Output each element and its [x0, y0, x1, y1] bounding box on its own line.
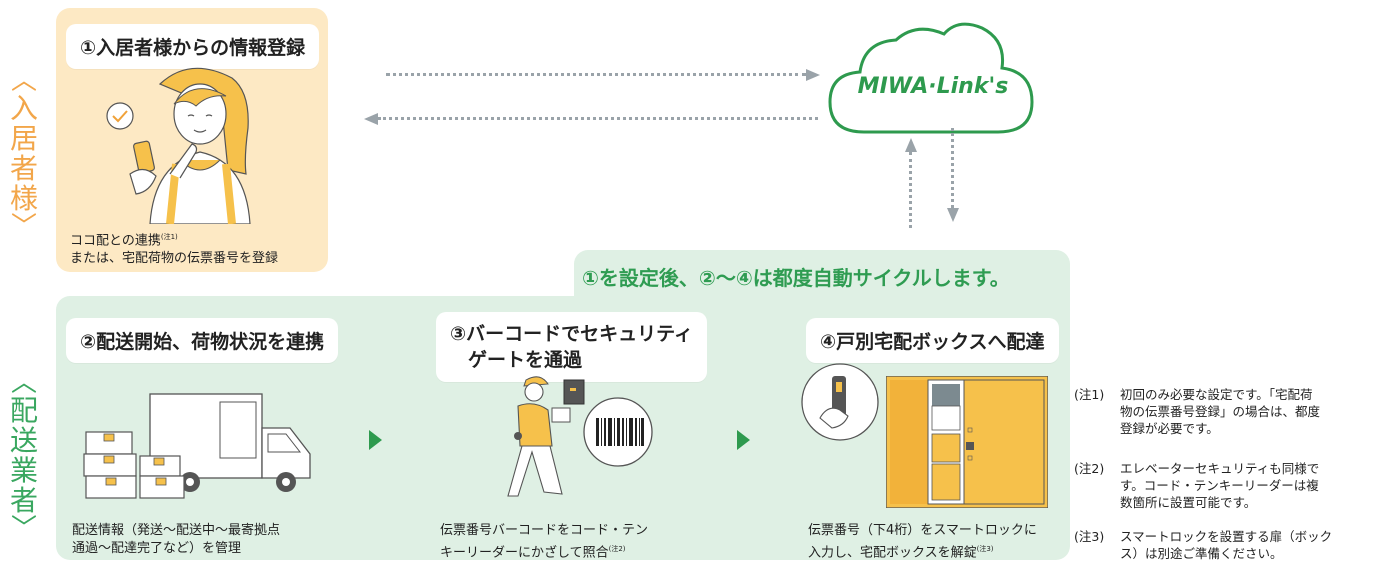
note-tag: (注2)	[1074, 461, 1105, 476]
note-line: 物の伝票番号登録」の場合は、都度	[1120, 404, 1321, 419]
step3-title: ③バーコードでセキュリティ ゲートを通過	[436, 312, 707, 382]
step3-caption-line1: 伝票番号バーコードをコード・テン	[440, 523, 649, 538]
note-ref: (注2)	[608, 545, 626, 553]
side-label-resident: ︿ 入 居 者 様 ﹀	[4, 68, 44, 240]
arrow-head-right-icon	[806, 69, 820, 81]
flow-arrow-icon	[369, 430, 382, 450]
cycle-banner: ①を設定後、②～④は都度自動サイクルします。	[582, 266, 1010, 290]
step2-caption-line2: 通過～配達完了など）を管理	[72, 541, 242, 556]
arrow-head-down-icon	[947, 208, 959, 222]
step2-title: ②配送開始、荷物状況を連携	[66, 318, 339, 363]
step2-caption-line1: 配送情報（発送～配送中～最寄拠点	[72, 523, 281, 538]
note-2: (注2) エレベーターセキュリティも同様で す。コード・テンキーリーダーは複 数…	[1074, 460, 1364, 511]
note-ref: (注1)	[160, 233, 178, 241]
bracket-open-icon: ︿	[10, 66, 37, 96]
delivery-truck-illustration	[83, 393, 311, 499]
courier-scanning-barcode-illustration	[507, 376, 653, 497]
note-tag: (注3)	[1074, 529, 1105, 544]
arrow-head-left-icon	[364, 113, 378, 125]
side-char: 送	[9, 424, 38, 457]
note-line: 登録が必要です。	[1120, 421, 1219, 436]
side-char: 配	[9, 394, 38, 427]
side-char: 様	[9, 182, 38, 215]
note-3: (注3) スマートロックを設置する扉（ボック ス）は別途ご準備ください。	[1074, 528, 1364, 562]
barcode-icon	[596, 418, 644, 446]
bracket-close-icon: ﹀	[10, 212, 37, 242]
note-line: 数箇所に設置可能です。	[1120, 495, 1257, 510]
smart-lock-icon	[801, 363, 879, 441]
bracket-open-icon: ︿	[10, 368, 37, 398]
arrow-down-from-cloud	[951, 128, 954, 208]
note-tag: (注1)	[1074, 387, 1105, 402]
note-1: (注1) 初回のみ必要な設定です。「宅配荷 物の伝票番号登録」の場合は、都度 登…	[1074, 386, 1364, 437]
side-char: 入	[9, 92, 38, 125]
step4-title: ④戸別宅配ボックスへ配達	[806, 318, 1059, 363]
side-char: 者	[9, 484, 38, 517]
cloud-logo: MIWA·Link's	[857, 74, 1009, 99]
woman-with-phone-illustration	[106, 67, 251, 224]
note-line: す。コード・テンキーリーダーは複	[1120, 478, 1319, 493]
note-line: 初回のみ必要な設定です。「宅配荷	[1120, 387, 1313, 402]
arrow-from-cloud	[378, 117, 818, 120]
note-line: エレベーターセキュリティも同様で	[1120, 461, 1320, 476]
note-ref: (注3)	[976, 545, 994, 553]
cloud-icon	[828, 22, 1034, 134]
step3-title-line1: ③バーコードでセキュリティ	[450, 323, 693, 345]
step4-caption-line1: 伝票番号（下4桁）をスマートロックに	[808, 523, 1037, 538]
side-char: 居	[9, 122, 38, 155]
flow-arrow-icon	[737, 430, 750, 450]
step1-title: ①入居者様からの情報登録	[66, 24, 320, 69]
bracket-close-icon: ﹀	[10, 514, 37, 544]
note-line: スマートロックを設置する扉（ボック	[1120, 529, 1333, 544]
arrow-head-up-icon	[905, 138, 917, 152]
step1-caption-line1: ココ配との連携	[70, 233, 161, 249]
step1-caption: ココ配との連携(注1) または、宅配荷物の伝票番号を登録	[70, 228, 278, 268]
side-char: 者	[9, 152, 38, 185]
step3-title-line2: ゲートを通過	[468, 349, 583, 371]
arrow-to-cloud	[386, 73, 806, 76]
step4-caption: 伝票番号（下4桁）をスマートロックに 入力し、宅配ボックスを解錠(注3)	[808, 522, 1037, 562]
side-label-delivery: ︿ 配 送 業 者 ﹀	[4, 370, 44, 542]
step3-caption: 伝票番号バーコードをコード・テン キーリーダーにかざして照合(注2)	[440, 522, 648, 562]
step3-caption-line2: キーリーダーにかざして照合	[440, 545, 609, 561]
step2-caption: 配送情報（発送～配送中～最寄拠点 通過～配達完了など）を管理	[72, 522, 280, 558]
step1-caption-line2: または、宅配荷物の伝票番号を登録	[70, 251, 279, 267]
note-line: ス）は別途ご準備ください。	[1120, 546, 1283, 561]
side-char: 業	[9, 454, 38, 487]
step4-caption-line2: 入力し、宅配ボックスを解錠	[808, 545, 977, 561]
arrow-up-to-cloud	[909, 152, 912, 228]
delivery-lockers-illustration	[886, 376, 1048, 508]
